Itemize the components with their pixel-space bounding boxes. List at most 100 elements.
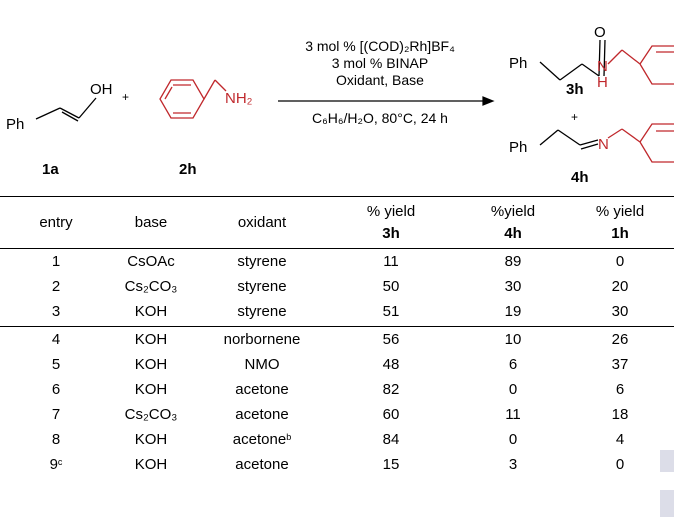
cell-entry: 9c — [49, 456, 63, 473]
header-yield-1h-bottom: 1h — [611, 225, 629, 242]
amide-n-benzyl-structure — [607, 45, 674, 85]
cell-oxidant: styrene — [237, 278, 287, 295]
header-yield-3h-top: % yield — [366, 203, 416, 220]
cell-entry: 7 — [51, 406, 61, 423]
table-row: 2 Cs₂CO₃ styrene 50 30 20 — [0, 275, 674, 299]
amide-product-structure — [539, 39, 606, 81]
cell-yield-3h: 56 — [382, 331, 400, 348]
oxygen-atom: O — [594, 24, 606, 41]
cell-base: KOH — [134, 331, 168, 348]
ph-label-1a: Ph — [6, 116, 24, 133]
cell-yield-3h: 15 — [382, 456, 400, 473]
cell-yield-3h: 50 — [382, 278, 400, 295]
cell-yield-3h: 84 — [382, 431, 400, 448]
cell-oxidant: styrene — [237, 303, 287, 320]
header-base: base — [134, 214, 168, 231]
imine-n-benzyl-structure — [607, 123, 674, 163]
header-yield-3h-bottom: 3h — [382, 225, 400, 242]
nh2-label: NH₂ — [225, 90, 253, 107]
decorative-block-lower — [660, 490, 674, 517]
condition-catalyst: 3 mol % [(COD)₂Rh]BF₄ — [305, 38, 455, 54]
imine-product-structure — [539, 129, 599, 150]
cell-yield-1h: 20 — [611, 278, 629, 295]
cell-yield-4h: 6 — [508, 356, 518, 373]
cell-entry: 3 — [51, 303, 61, 320]
header-yield-4h-bottom: 4h — [504, 225, 522, 242]
header-yield-1h-top: % yield — [595, 203, 645, 220]
imine-nitrogen-atom: N — [598, 136, 609, 153]
compound-label-1a: 1a — [42, 161, 59, 178]
cell-oxidant: styrene — [237, 253, 287, 270]
header-yield-4h-top: %yield — [490, 203, 536, 220]
cell-base: Cs₂CO₃ — [124, 278, 178, 295]
benzylamine-structure — [159, 79, 227, 119]
cell-base: KOH — [134, 456, 168, 473]
cell-yield-1h: 4 — [615, 431, 625, 448]
cell-entry: 6 — [51, 381, 61, 398]
cell-yield-4h: 0 — [508, 381, 518, 398]
compound-label-3h: 3h — [566, 81, 584, 98]
cell-yield-4h: 30 — [504, 278, 522, 295]
cell-base: KOH — [134, 356, 168, 373]
reaction-scheme: Ph OH 1a + NH₂ 2h 3 mol % [(COD)₂Rh]BF₄ … — [6, 24, 674, 186]
amide-hydrogen-atom: H — [597, 74, 608, 91]
cell-yield-3h: 60 — [382, 406, 400, 423]
cell-entry: 5 — [51, 356, 61, 373]
cell-yield-1h: 0 — [615, 456, 625, 473]
cell-entry: 4 — [51, 331, 61, 348]
cell-oxidant: NMO — [244, 356, 280, 373]
cell-yield-4h: 0 — [508, 431, 518, 448]
cell-oxidant: norbornene — [223, 331, 301, 348]
cell-yield-4h: 10 — [504, 331, 522, 348]
condition-solvent-temp: C₆H₆/H₂O, 80°C, 24 h — [312, 110, 448, 126]
table-header: entry base oxidant % yield 3h %yield 4h … — [0, 201, 674, 245]
reaction-arrow — [278, 96, 495, 106]
amide-nitrogen-atom: N — [597, 58, 608, 75]
header-oxidant: oxidant — [237, 214, 287, 231]
table-row: 9c KOH acetone 15 3 0 — [0, 453, 674, 477]
cell-base: KOH — [134, 303, 168, 320]
table-row: 7 Cs₂CO₃ acetone 60 11 18 — [0, 403, 674, 427]
ph-label-3h: Ph — [509, 55, 527, 72]
cell-base: Cs₂CO₃ — [124, 406, 178, 423]
cell-yield-1h: 18 — [611, 406, 629, 423]
reaction-conditions: 3 mol % [(COD)₂Rh]BF₄ 3 mol % BINAP Oxid… — [305, 38, 455, 126]
compound-label-2h: 2h — [179, 161, 197, 178]
cell-yield-3h: 48 — [382, 356, 400, 373]
table-row: 8 KOH acetoneb 84 0 4 — [0, 428, 674, 452]
compound-label-4h: 4h — [571, 169, 589, 186]
plus-sign-2: + — [571, 110, 578, 124]
cell-yield-3h: 82 — [382, 381, 400, 398]
table-group-rule — [0, 326, 674, 327]
cell-yield-4h: 11 — [505, 406, 521, 423]
cell-yield-1h: 26 — [611, 331, 629, 348]
table-row: 4 KOH norbornene 56 10 26 — [0, 328, 674, 352]
table-row: 5 KOH NMO 48 6 37 — [0, 353, 674, 377]
cell-yield-1h: 30 — [611, 303, 629, 320]
cell-entry: 8 — [51, 431, 61, 448]
table-row: 1 CsOAc styrene 11 89 0 — [0, 250, 674, 274]
cell-yield-3h: 11 — [383, 253, 399, 270]
cell-yield-4h: 19 — [504, 303, 522, 320]
cell-yield-4h: 89 — [504, 253, 522, 270]
plus-sign-1: + — [122, 90, 129, 104]
cell-yield-1h: 37 — [611, 356, 629, 373]
oh-label: OH — [90, 81, 113, 98]
cell-yield-1h: 0 — [615, 253, 625, 270]
table-top-rule — [0, 196, 674, 197]
cell-oxidant: acetone — [235, 456, 289, 473]
cinnamyl-alcohol-structure — [35, 97, 97, 122]
cell-entry: 2 — [51, 278, 61, 295]
table-row: 3 KOH styrene 51 19 30 — [0, 300, 674, 324]
ph-label-4h: Ph — [509, 139, 527, 156]
decorative-block-upper — [660, 450, 674, 472]
table-row: 6 KOH acetone 82 0 6 — [0, 378, 674, 402]
condition-ligand: 3 mol % BINAP — [332, 55, 428, 71]
cell-oxidant: acetoneb — [232, 431, 292, 448]
table-header-rule — [0, 248, 674, 249]
header-entry: entry — [39, 214, 73, 231]
cell-oxidant: acetone — [235, 381, 289, 398]
cell-base: KOH — [134, 431, 168, 448]
cell-yield-3h: 51 — [382, 303, 400, 320]
cell-base: CsOAc — [127, 253, 175, 270]
